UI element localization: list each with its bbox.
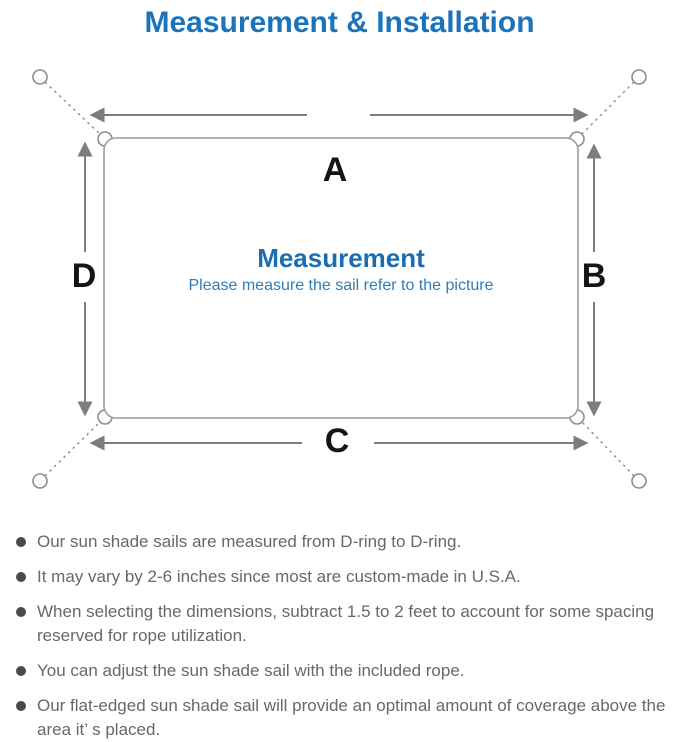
note-text: It may vary by 2-6 inches since most are… — [37, 567, 521, 586]
note-text: Our sun shade sails are measured from D-… — [37, 532, 462, 551]
sail-outline — [103, 137, 579, 419]
note-item: Our sun shade sails are measured from D-… — [16, 530, 673, 554]
note-item: When selecting the dimensions, subtract … — [16, 600, 673, 648]
bullet-icon — [16, 607, 26, 617]
dimension-label-d: D — [71, 257, 97, 295]
diagram-center-text: Measurement Please measure the sail refe… — [104, 243, 578, 297]
note-text: When selecting the dimensions, subtract … — [37, 602, 655, 645]
measurement-notes-list: Our sun shade sails are measured from D-… — [0, 518, 679, 742]
dimension-label-a: A — [322, 151, 348, 189]
bullet-icon — [16, 666, 26, 676]
rope-line-top-left — [44, 81, 102, 136]
dimension-label-b: B — [581, 257, 607, 295]
bullet-icon — [16, 701, 26, 711]
note-item: Our flat-edged sun shade sail will provi… — [16, 694, 673, 742]
note-text: You can adjust the sun shade sail with t… — [37, 661, 465, 680]
measurement-heading: Measurement — [257, 243, 425, 273]
measurement-diagram: A B C D Measurement Please measure the s… — [0, 58, 679, 518]
rope-line-bottom-left — [44, 420, 102, 477]
rope-line-bottom-right — [580, 420, 635, 477]
note-item: It may vary by 2-6 inches since most are… — [16, 565, 673, 589]
anchor-point-top-right — [631, 69, 647, 85]
anchor-point-bottom-right — [631, 473, 647, 489]
sail-diagram-canvas — [32, 69, 647, 489]
anchor-point-top-left — [32, 69, 48, 85]
page-title: Measurement & Installation — [144, 6, 535, 39]
dimension-label-c: C — [324, 422, 350, 460]
note-item: You can adjust the sun shade sail with t… — [16, 659, 673, 683]
note-text: Our flat-edged sun shade sail will provi… — [37, 696, 666, 739]
anchor-point-bottom-left — [32, 473, 48, 489]
bullet-icon — [16, 537, 26, 547]
bullet-icon — [16, 572, 26, 582]
rope-line-top-right — [580, 81, 635, 136]
measurement-subtitle: Please measure the sail refer to the pic… — [188, 277, 494, 294]
